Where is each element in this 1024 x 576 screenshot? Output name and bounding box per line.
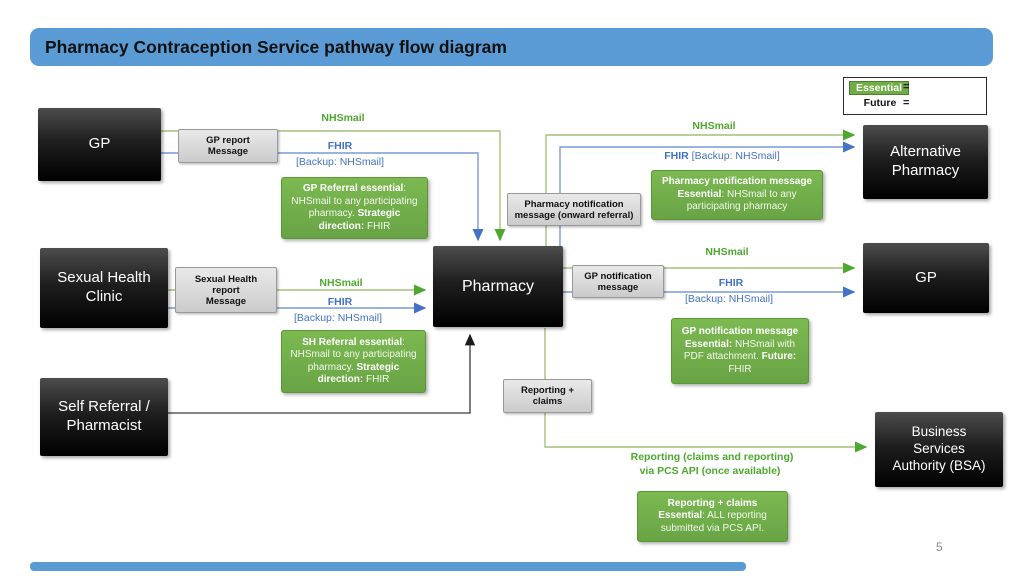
node-gp-left: GP: [38, 108, 161, 181]
title-bar: Pharmacy Contraception Service pathway f…: [30, 28, 993, 66]
label-sh-nhsmail: NHSmail: [319, 277, 363, 289]
label-gp-nhsmail: NHSmail: [321, 112, 365, 124]
label-reporting-line1: Reporting (claims and reporting): [630, 451, 794, 463]
node-gp-right: GP: [863, 243, 989, 313]
label-gp-backup: [Backup: NHSmail]: [295, 156, 385, 168]
info-box-reporting-claims-text: Reporting + claims Essential: ALL report…: [658, 497, 767, 534]
label-gpnotif-fhir: FHIR: [718, 277, 744, 289]
node-self-referral: Self Referral /Pharmacist: [40, 378, 168, 456]
label-onward-nhsmail: NHSmail: [692, 120, 736, 132]
info-box-sh-referral-text: SH Referral essential: NHSmail to any pa…: [290, 336, 417, 386]
page-title: Pharmacy Contraception Service pathway f…: [45, 36, 507, 57]
message-box-reporting-claims: Reporting +claims: [503, 379, 592, 413]
node-pharmacy: Pharmacy: [433, 246, 563, 327]
legend-essential-equals: =: [903, 81, 910, 93]
legend-future-label: Future: [863, 97, 897, 109]
info-box-gp-referral-text: GP Referral essential: NHSmail to any pa…: [291, 183, 418, 232]
label-sh-fhir: FHIR: [327, 296, 353, 308]
label-gpnotif-nhsmail: NHSmail: [705, 246, 749, 258]
info-box-pharmacy-notification: Pharmacy notification message Essential:…: [651, 170, 823, 220]
label-onward-fhir: FHIR [Backup: NHSmail]: [664, 150, 780, 162]
edge-self-referral: [168, 333, 476, 414]
legend-essential-chip: Essential: [849, 81, 909, 95]
footer-bar: [30, 562, 746, 571]
info-box-gp-notification: GP notification message Essential: NHSma…: [671, 318, 809, 384]
info-box-reporting-claims: Reporting + claims Essential: ALL report…: [637, 491, 788, 542]
page-number: 5: [936, 540, 943, 554]
info-box-pharmacy-notification-text: Pharmacy notification message Essential:…: [661, 176, 813, 213]
label-sh-backup: [Backup: NHSmail]: [293, 312, 383, 324]
info-box-gp-notification-text: GP notification message Essential: NHSma…: [681, 326, 799, 375]
label-gpnotif-backup: [Backup: NHSmail]: [684, 293, 774, 305]
label-reporting-line2: via PCS API (once available): [639, 465, 781, 477]
label-gp-fhir: FHIR: [327, 140, 353, 152]
info-box-gp-referral: GP Referral essential: NHSmail to any pa…: [281, 177, 428, 239]
legend-future-equals: =: [903, 97, 910, 109]
edge-reporting: [544, 328, 868, 453]
info-box-sh-referral: SH Referral essential: NHSmail to any pa…: [281, 330, 426, 393]
